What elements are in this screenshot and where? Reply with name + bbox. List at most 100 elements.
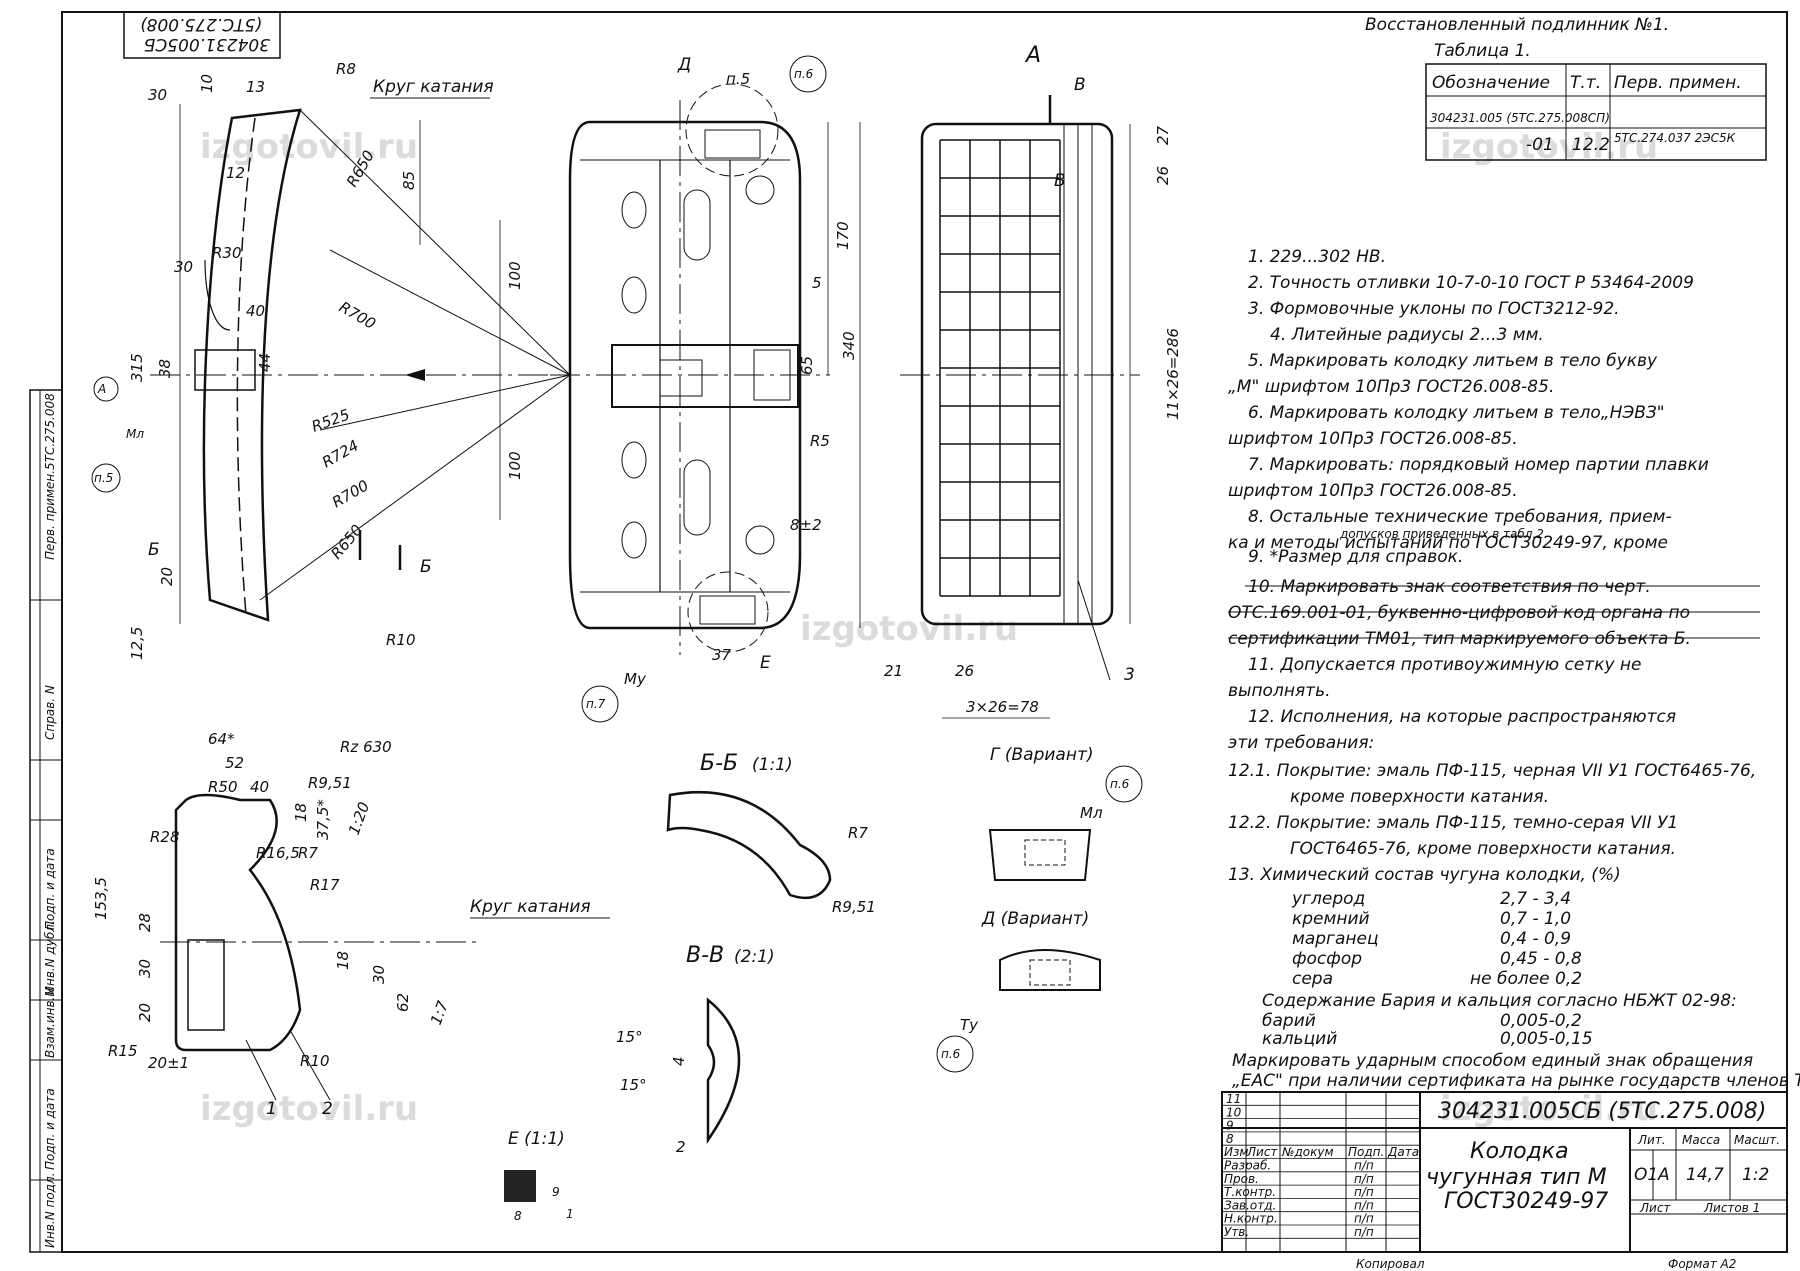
dim-30-top: 30 (148, 86, 167, 104)
dim-r9-51-section: R9,51 (308, 774, 352, 792)
dim-62: 62 (394, 993, 412, 1012)
dim-12: 12 (226, 164, 245, 182)
title-block-role: Пров. (1224, 1172, 1259, 1186)
note-7a: 7. Маркировать: порядковый номер партии … (1248, 455, 1709, 475)
dim-9: 9 (552, 1185, 560, 1199)
dim-13: 13 (246, 78, 265, 96)
dim-30-section-right: 30 (370, 965, 388, 984)
chem-barium-value: 0,005-0,2 (1500, 1011, 1582, 1031)
note-10a: 10. Маркировать знак соответствия по чер… (1248, 577, 1651, 597)
note-7b: шрифтом 10Пр3 ГОСТ26.008-85. (1228, 481, 1518, 501)
side-view: Б Б Круг катания (148, 77, 571, 622)
title-block-mass: 14,7 (1686, 1165, 1724, 1185)
dim-r10-side: R10 (386, 631, 416, 649)
title-block-rev-row: 8 (1226, 1132, 1234, 1146)
title-block-np: п/п (1354, 1159, 1374, 1173)
note-9: 9. *Размер для справок. (1248, 547, 1463, 567)
title-block-lit-label: Лит. (1637, 1133, 1666, 1147)
title-block-mass-label: Масса (1682, 1133, 1720, 1147)
dim-18-top: 18 (292, 803, 310, 822)
title-block-role: Зав.отд. (1224, 1198, 1276, 1212)
dim-r9-51-bb: R9,51 (832, 898, 876, 916)
dim-40-section: 40 (250, 778, 269, 796)
dim-64: 64* (208, 730, 235, 748)
callout-p6-front: п.7 (586, 697, 606, 711)
dim-44: 44 (256, 353, 274, 372)
dim-r724: R724 (319, 436, 362, 471)
dim-37: 37 (712, 646, 732, 664)
left-stamp-strip: Перв. примен. 5ТС.275.008 Справ. N Подп.… (29, 389, 63, 1253)
section-vv-title: В-В (686, 943, 724, 968)
watermark-1: izgotovil.ru (200, 127, 418, 167)
title-block-rev-row: 11 (1226, 1092, 1241, 1106)
chem-silicon-name: кремний (1292, 909, 1370, 929)
note-15b: „ЕАС" при наличии сертификата на рынке г… (1232, 1071, 1800, 1091)
dim-r15: R15 (108, 1042, 138, 1060)
table-1-caption: Таблица 1. (1434, 41, 1531, 61)
callout-p6-variant: п.6 (941, 1047, 961, 1061)
top-left-stamp: 304231.005СБ (5ТС.275.008) (123, 11, 281, 59)
table-1: Таблица 1. Обозначение Т.т. Перв. примен… (1425, 41, 1767, 161)
dim-10: 10 (198, 74, 216, 93)
dim-r5: R5 (810, 432, 830, 450)
title-block-designation: 304231.005СБ (5ТС.275.008) (1438, 1099, 1766, 1124)
mark-tp: Му (624, 670, 647, 688)
note-14: Содержание Бария и кальция согласно НБЖТ… (1262, 991, 1737, 1011)
dim-28: 28 (136, 913, 154, 932)
view-d-variant: Д (Вариант) п.6 Ту (936, 909, 1101, 1073)
section-vv: В-В (2:1) 15° 15° 4 2 (616, 943, 775, 1156)
dim-52: 52 (225, 754, 244, 772)
dim-r16-5: R16,5 (256, 844, 300, 862)
dim-r28: R28 (150, 828, 180, 846)
view-g-variant: Г (Вариант) п.6 Мл (988, 745, 1143, 881)
stamp-sign-date-2: Подп. и дата (43, 1088, 57, 1170)
top-left-designation: 304231.005СБ (144, 34, 270, 54)
title-block-lit-1: О1 (1634, 1165, 1658, 1185)
title-block-col-header: Подп. (1348, 1145, 1384, 1159)
front-view: Д п.5 п.6 Е Му п.7 170 5 340 65 R5 8±2 3… (550, 55, 861, 723)
chem-manganese-name: марганец (1292, 929, 1379, 949)
stamp-sign-date-1: Подп. и дата (43, 848, 57, 930)
dim-r700-top: R700 (336, 298, 379, 333)
dim-100-top: 100 (506, 261, 524, 290)
title-block-np: п/п (1354, 1198, 1374, 1212)
mark-ml: п.5 (726, 70, 750, 88)
dim-20-1: 20±1 (148, 1054, 189, 1072)
title-block-role: Разраб. (1224, 1159, 1271, 1173)
table-1-row-2-first-use: 5ТС.274.037 2ЭС5К (1614, 131, 1736, 145)
dim-20-section: 20 (136, 1003, 154, 1022)
note-1: 1. 229...302 НВ. (1248, 247, 1386, 267)
position-3: 3 (1124, 665, 1135, 685)
view-d-variant-title: Д (Вариант) (981, 909, 1089, 929)
dim-5: 5 (812, 274, 822, 292)
title-block-rev-row: 10 (1226, 1105, 1242, 1119)
dim-21: 21 (884, 662, 903, 680)
dim-r700-bottom: R700 (329, 476, 372, 511)
stamp-replace-inv: Взам.инв.N (43, 988, 57, 1058)
chem-phosphorus-name: фосфор (1292, 949, 1362, 969)
table-1-row-2-designation: -01 (1526, 135, 1554, 155)
stamp-orig-inv: Инв.N подл. (43, 1173, 57, 1248)
restored-original-label: Восстановленный подлинник №1. (1365, 15, 1669, 35)
title-block-np: п/п (1354, 1172, 1374, 1186)
dim-315: 315 (128, 353, 146, 382)
chem-phosphorus-value: 0,45 - 0,8 (1500, 949, 1582, 969)
title-block-col-header: Изм (1224, 1145, 1248, 1159)
dim-taper-1-20: 1:20 (345, 800, 373, 838)
dim-r10-section: R10 (300, 1052, 330, 1070)
section-bb-title: Б-Б (700, 751, 738, 776)
view-e-title: Е (1:1) (508, 1129, 565, 1149)
view-g-variant-title: Г (Вариант) (990, 745, 1094, 765)
note-5a: 5. Маркировать колодку литьем в тело бук… (1248, 351, 1658, 371)
table-1-row-1-designation: 304231.005 (5ТС.275.008СП) (1430, 111, 1610, 125)
dim-r30: R30 (212, 244, 242, 262)
dim-37-5: 37,5* (314, 799, 332, 840)
title-block-sheets-label: Листов 1 (1703, 1201, 1760, 1215)
note-6a: 6. Маркировать колодку литьем в тело„НЭВ… (1248, 403, 1665, 423)
title-block-role: Т.контр. (1224, 1185, 1276, 1199)
callout-p7: п.5 (94, 471, 113, 485)
table-1-row-2-tt: 12.2 (1572, 135, 1610, 155)
title-block-scale-label: Масшт. (1734, 1133, 1780, 1147)
table-1-header-first-use: Перв. примен. (1614, 73, 1742, 93)
